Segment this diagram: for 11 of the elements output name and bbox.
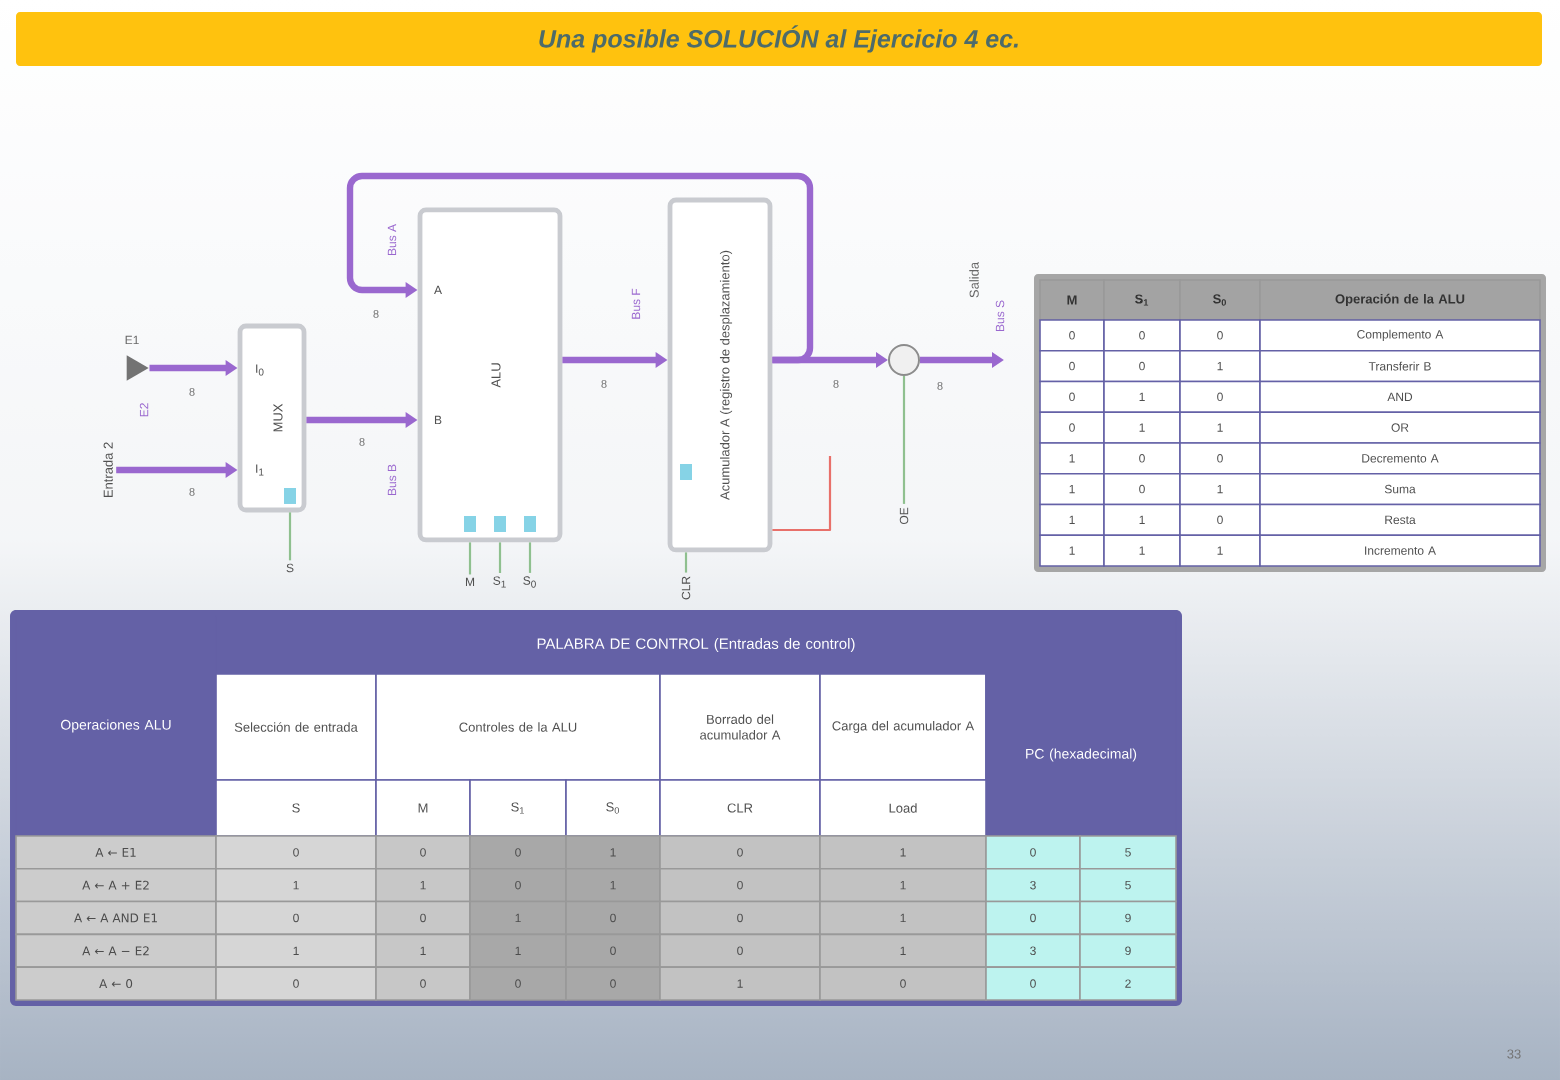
signal-line (288, 512, 292, 561)
signal-line (528, 542, 532, 573)
signal-line (684, 552, 688, 573)
input-triangle (126, 355, 149, 381)
signal-line (468, 542, 472, 575)
signal-line (498, 542, 502, 573)
signal-line (772, 455, 832, 532)
signal-line (902, 375, 906, 504)
buffer-circle (888, 344, 920, 376)
title-banner: Una posible SOLUCIÓN al Ejercicio 4 ec. (16, 12, 1542, 66)
bus-arrow (346, 172, 814, 364)
